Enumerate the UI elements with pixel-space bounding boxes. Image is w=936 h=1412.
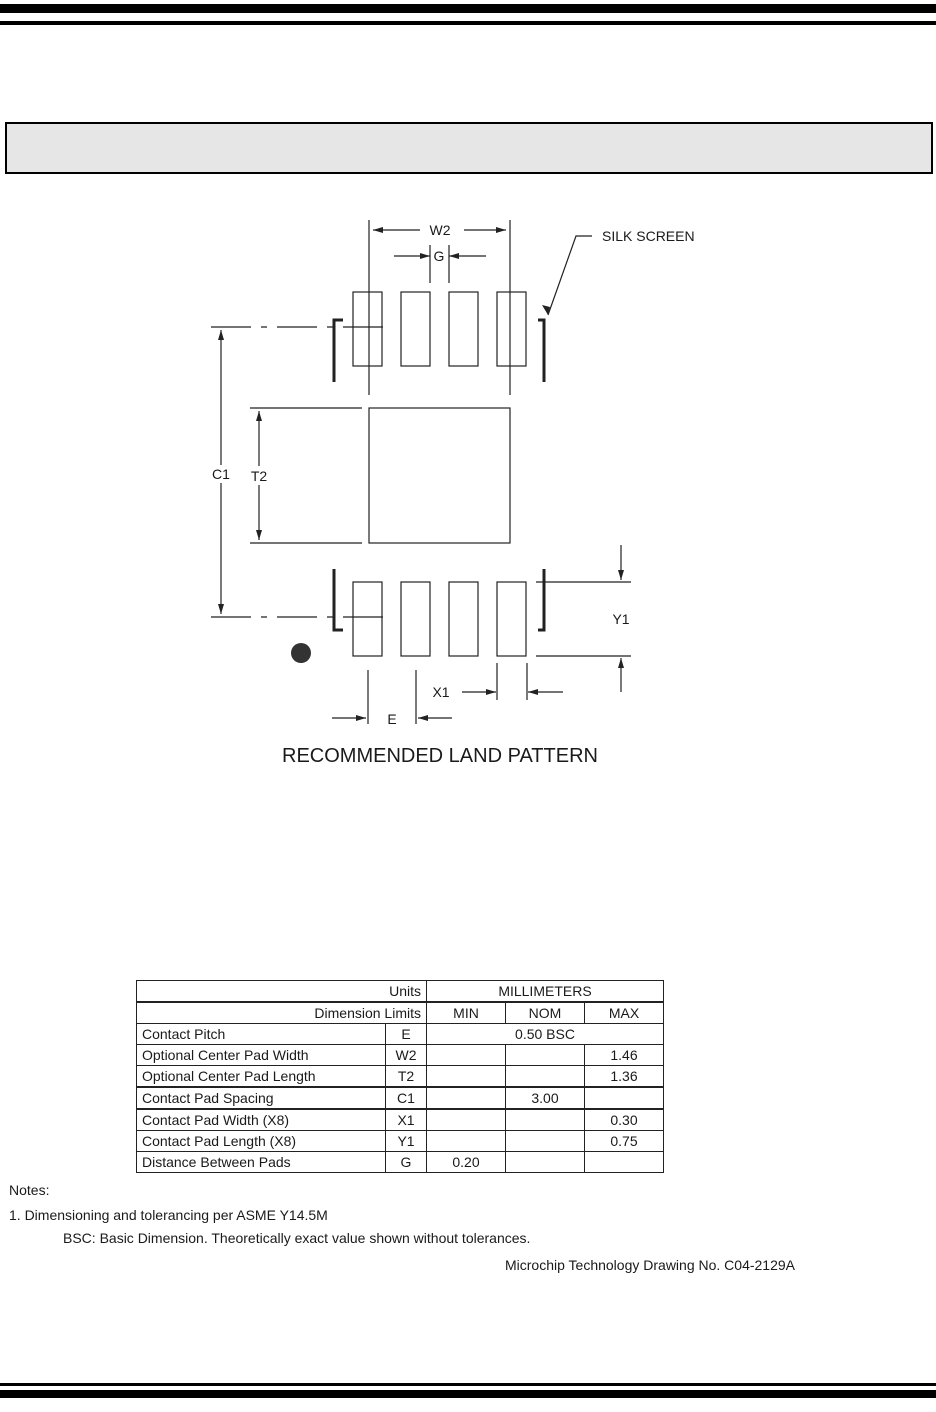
header-min: MIN [426,1001,506,1024]
silk-screen-outline [332,318,546,632]
bottom-thin-rule [0,1383,936,1386]
header-nom: NOM [505,1001,585,1024]
pad-top-2 [400,291,431,367]
row-max [584,1151,664,1173]
label-t2: T2 [251,468,268,484]
section-header-box [5,122,933,174]
row-max: 1.46 [584,1044,664,1066]
row-name: Contact Pad Spacing [136,1086,386,1110]
row-nom [505,1108,585,1131]
table-row: Units MILLIMETERS [136,980,664,1003]
row-nom [505,1130,585,1152]
table-row: Dimension Limits MIN NOM MAX [136,1001,664,1024]
table-row: Contact Pad Length (X8)Y1 0.75 [136,1130,664,1152]
row-min [426,1086,506,1110]
row-max: 0.75 [584,1130,664,1152]
row-min [426,1130,506,1152]
row-symbol: W2 [385,1044,427,1066]
row-name: Contact Pad Length (X8) [136,1130,386,1152]
row-name: Contact Pitch [136,1023,386,1045]
drawing-title: RECOMMENDED LAND PATTERN [282,745,598,767]
row-max [584,1086,664,1110]
dimensions-table: Units MILLIMETERS Dimension Limits MIN N… [136,980,664,1173]
land-pattern-drawing: W2 G SILK SCREEN C1 T2 Y1 X1 E RECOMMEND… [211,220,695,767]
label-y1: Y1 [612,611,629,627]
bottom-thick-rule [0,1390,936,1398]
pad-top-4 [496,291,527,367]
row-symbol: Y1 [385,1130,427,1152]
row-name: Optional Center Pad Length [136,1065,386,1088]
row-name: Optional Center Pad Width [136,1044,386,1066]
header-max: MAX [584,1001,664,1024]
pin1-marker [291,643,311,663]
row-name: Distance Between Pads [136,1151,386,1173]
row-nom [505,1151,585,1173]
units-label: Units [136,980,427,1003]
label-w2: W2 [430,222,451,238]
row-max: 1.36 [584,1065,664,1088]
pad-bottom-2 [400,581,431,657]
pad-top-1 [352,291,383,367]
row-min [426,1065,506,1088]
row-max: 0.30 [584,1108,664,1131]
pad-bottom-1 [352,581,383,657]
drawing-number: Microchip Technology Drawing No. C04-212… [505,1257,796,1273]
row-symbol: T2 [385,1065,427,1088]
row-symbol: C1 [385,1086,427,1110]
label-e: E [387,711,396,727]
units-value: MILLIMETERS [426,980,664,1003]
dimension-limits-label: Dimension Limits [136,1001,427,1024]
row-min: 0.20 [426,1151,506,1173]
row-value: 0.50 BSC [426,1023,664,1045]
label-silk-screen: SILK SCREEN [602,228,695,244]
note-1: 1. Dimensioning and tolerancing per ASME… [9,1207,328,1223]
pad-top-3 [448,291,479,367]
top-thin-rule [0,21,936,25]
label-x1: X1 [432,684,449,700]
center-pad [368,407,511,544]
table-row: Contact Pad Width (X8)X1 0.30 [136,1108,664,1131]
top-thick-rule [0,4,936,13]
row-symbol: E [385,1023,427,1045]
table-row: Contact Pitch E 0.50 BSC [136,1023,664,1045]
notes-heading: Notes: [9,1182,50,1198]
row-name: Contact Pad Width (X8) [136,1108,386,1131]
row-symbol: X1 [385,1108,427,1131]
row-nom: 3.00 [505,1086,585,1110]
label-c1: C1 [212,466,230,482]
row-nom [505,1065,585,1088]
row-symbol: G [385,1151,427,1173]
label-g: G [434,248,445,264]
row-nom [505,1044,585,1066]
note-bsc: BSC: Basic Dimension. Theoretically exac… [63,1230,531,1246]
row-min [426,1044,506,1066]
pad-bottom-4 [496,581,527,657]
pad-bottom-3 [448,581,479,657]
row-min [426,1108,506,1131]
